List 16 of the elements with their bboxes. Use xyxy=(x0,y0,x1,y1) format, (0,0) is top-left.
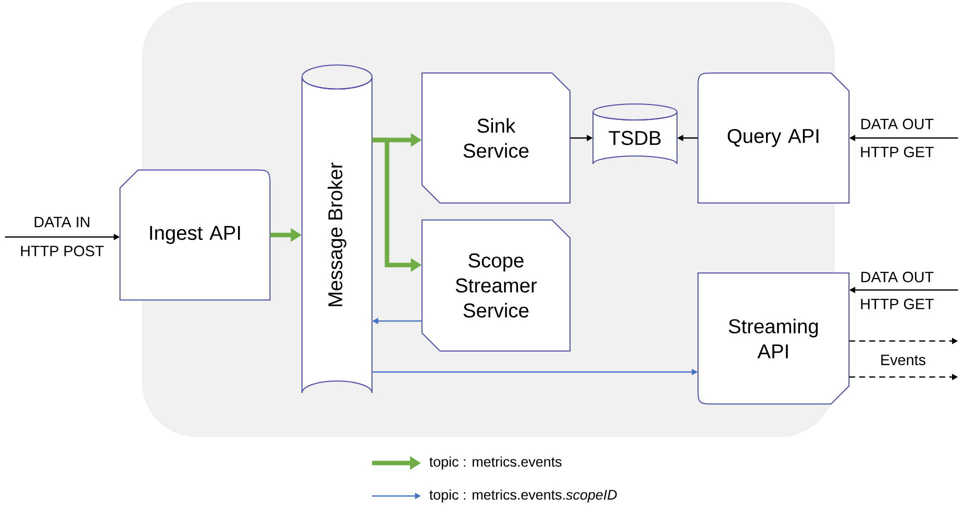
protocol-label: HTTP GET xyxy=(861,146,934,158)
database-cylinder: TSDB xyxy=(592,104,678,164)
broker-cylinder: Message Broker xyxy=(302,64,372,394)
protocol-label: HTTP GET xyxy=(861,298,934,310)
service-box: Sink Service xyxy=(422,72,570,204)
legend-text: topic : metrics.events xyxy=(429,456,562,470)
protocol-label: HTTP POST xyxy=(21,246,104,256)
edge-label: DATA OUT xyxy=(861,272,934,282)
service-box: Query API xyxy=(698,72,850,204)
edge-label: Events xyxy=(881,354,926,366)
legend-text: topic : metrics.events.scopeID xyxy=(429,489,617,502)
service-box: Streaming API xyxy=(698,272,850,404)
edge-label: DATA OUT xyxy=(861,118,934,130)
service-box: Ingest API xyxy=(120,170,270,300)
edge-label: DATA IN xyxy=(34,216,90,228)
service-box: Scope Streamer Service xyxy=(422,220,570,352)
